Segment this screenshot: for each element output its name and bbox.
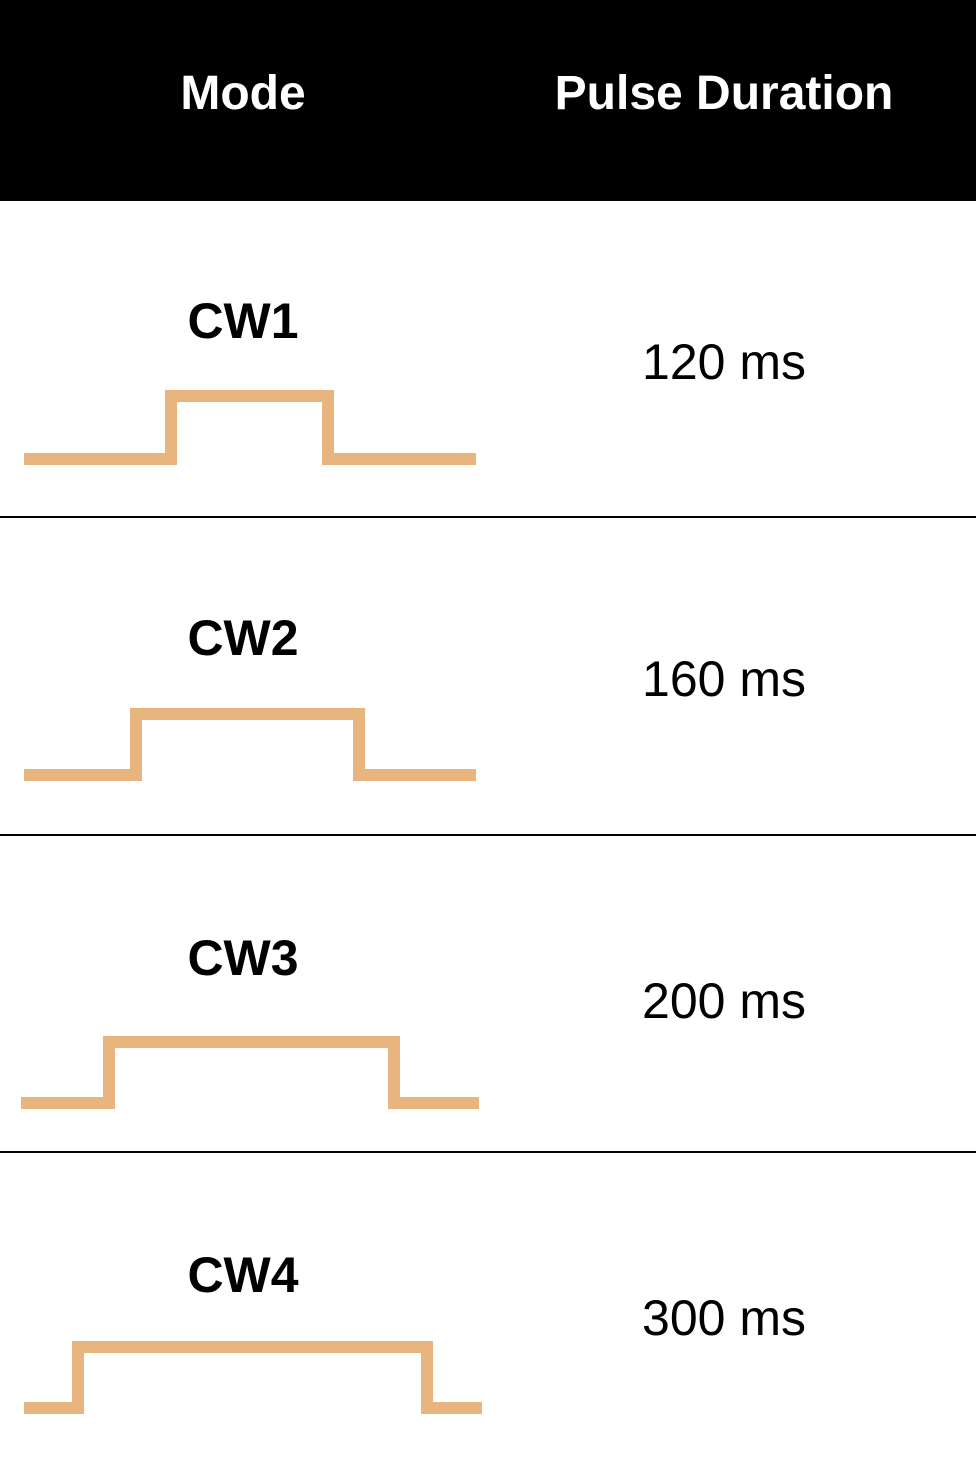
pulse-duration-column-header: Pulse Duration bbox=[554, 67, 894, 120]
pulse-waveform-icon bbox=[21, 1036, 479, 1109]
table-header: Mode Pulse Duration bbox=[0, 0, 976, 201]
table-row: CW4 300 ms bbox=[0, 1153, 976, 1469]
mode-column-header: Mode bbox=[180, 67, 306, 120]
pulse-duration-value: 120 ms bbox=[642, 334, 806, 390]
pulse-duration-value: 160 ms bbox=[642, 651, 806, 707]
pulse-waveform-icon bbox=[24, 390, 476, 465]
pulse-waveform-icon bbox=[24, 708, 476, 781]
pulse-waveform-icon bbox=[24, 1341, 482, 1414]
mode-label: CW3 bbox=[187, 930, 299, 986]
pulse-duration-value: 300 ms bbox=[642, 1290, 806, 1346]
table-row: CW3 200 ms bbox=[0, 836, 976, 1152]
mode-label: CW1 bbox=[187, 293, 299, 349]
table-row: CW2 160 ms bbox=[0, 518, 976, 834]
mode-label: CW2 bbox=[187, 610, 299, 666]
pulse-duration-value: 200 ms bbox=[642, 973, 806, 1029]
row-divider bbox=[0, 516, 976, 518]
row-divider bbox=[0, 834, 976, 836]
table-row: CW1 120 ms bbox=[0, 201, 976, 517]
row-divider bbox=[0, 1151, 976, 1153]
mode-label: CW4 bbox=[187, 1247, 299, 1303]
